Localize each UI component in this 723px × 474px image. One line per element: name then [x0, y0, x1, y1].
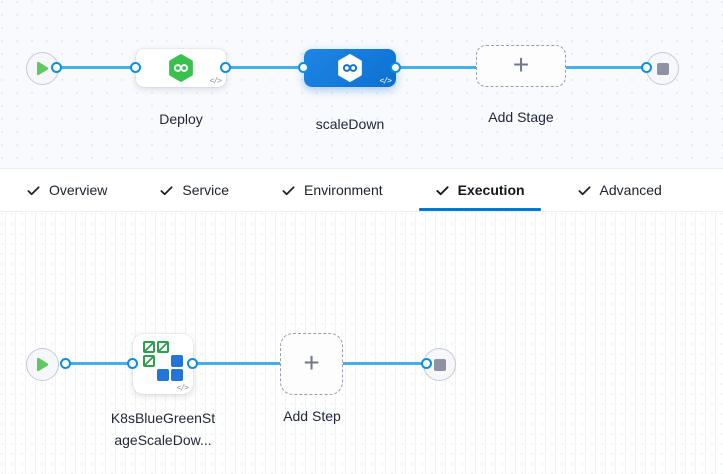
connector-port[interactable]: [390, 62, 401, 73]
check-icon: [281, 183, 296, 198]
tab-label: Environment: [304, 182, 383, 198]
step-label-line1: K8sBlueGreenSt: [110, 410, 216, 426]
connector-port[interactable]: [421, 358, 432, 369]
stage-config-tab-bar: Overview Service Environment Execution A…: [0, 169, 723, 212]
code-icon: </>: [176, 383, 189, 392]
connector-port[interactable]: [298, 62, 309, 73]
add-stage-label: Add Stage: [488, 109, 554, 125]
stage-card-deploy[interactable]: </>: [136, 49, 226, 87]
code-icon: </>: [209, 76, 222, 85]
add-step-button[interactable]: +: [280, 333, 343, 395]
step-label-line2: ageScaleDow...: [114, 432, 212, 448]
stage-label-scaledown: scaleDown: [315, 116, 385, 132]
connector-port[interactable]: [220, 62, 231, 73]
play-icon: [36, 357, 49, 372]
stage-label-deploy: Deploy: [159, 111, 203, 127]
tab-service[interactable]: Service: [159, 169, 229, 211]
connector-port[interactable]: [51, 62, 62, 73]
add-step-label: Add Step: [283, 408, 341, 424]
plus-icon: +: [303, 346, 320, 378]
code-icon: </>: [379, 76, 392, 85]
tab-label: Advanced: [599, 182, 662, 198]
check-icon: [26, 183, 41, 198]
stage-card-scaledown[interactable]: </>: [304, 49, 396, 87]
tab-environment[interactable]: Environment: [281, 169, 383, 211]
connector-port[interactable]: [127, 358, 138, 369]
tab-execution[interactable]: Execution: [418, 169, 541, 211]
tab-label: Overview: [49, 182, 108, 198]
connector-port[interactable]: [130, 62, 141, 73]
k8s-bluegreen-icon: [143, 341, 183, 381]
execution-graph-canvas[interactable]: </> + K8sBlueGreenSt ageScaleDow... Add …: [0, 212, 723, 474]
check-icon: [159, 183, 174, 198]
check-icon: [435, 183, 450, 198]
plus-icon: +: [512, 48, 530, 80]
tab-label: Execution: [457, 182, 525, 198]
tab-label: Service: [182, 182, 230, 198]
connector-port[interactable]: [187, 358, 198, 369]
step-card-k8s-bluegreen-scaledown[interactable]: </>: [133, 334, 193, 394]
step-label: K8sBlueGreenSt ageScaleDow...: [98, 407, 228, 451]
stop-icon: [433, 358, 446, 371]
cd-hexagon-icon: [335, 53, 365, 83]
check-icon: [577, 183, 592, 198]
connector-port[interactable]: [60, 358, 71, 369]
add-stage-button[interactable]: +: [476, 45, 566, 87]
stage-graph-canvas[interactable]: </> </> + Deploy scaleDown Add Stage: [0, 0, 723, 169]
stop-icon: [656, 62, 669, 75]
tab-overview[interactable]: Overview: [26, 169, 107, 211]
tab-advanced[interactable]: Advanced: [577, 169, 662, 211]
execution-end-node: [423, 348, 456, 381]
connector-port[interactable]: [641, 62, 652, 73]
execution-start-node: [26, 348, 59, 381]
step-connector-line: [66, 362, 428, 365]
cd-hexagon-icon: [166, 53, 196, 83]
pipeline-start-node: [26, 52, 59, 85]
play-icon: [36, 61, 49, 76]
